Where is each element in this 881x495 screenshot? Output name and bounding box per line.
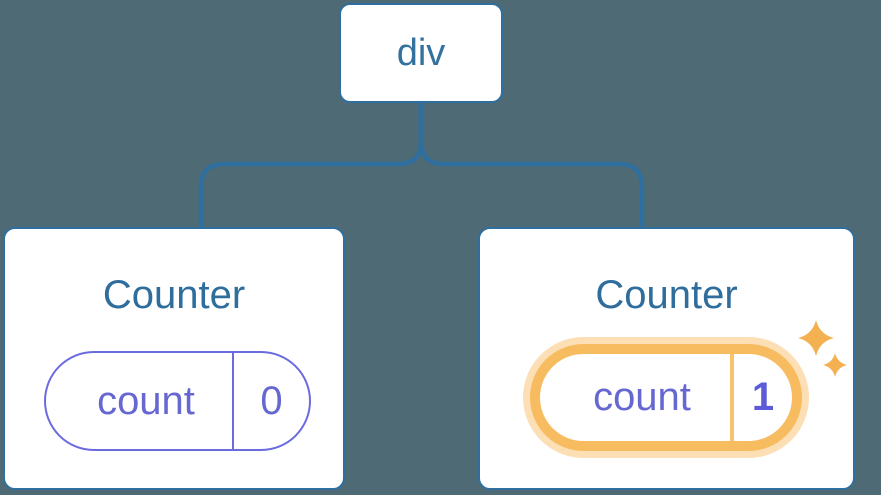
state-value: 0 bbox=[260, 378, 283, 423]
card-title: Counter bbox=[102, 273, 246, 317]
root-node-div: div bbox=[339, 3, 503, 103]
sparkle-icon-small bbox=[823, 353, 847, 377]
connector-path-right bbox=[418, 103, 645, 228]
state-key-label: count bbox=[540, 354, 734, 441]
counter-card-1: Counter count 1 bbox=[478, 227, 855, 490]
root-node-label: div bbox=[396, 31, 446, 74]
state-value: 1 bbox=[751, 375, 775, 419]
counter-card-0: Counter count 0 bbox=[3, 227, 345, 490]
state-key-label: count bbox=[46, 353, 234, 449]
sparkles-icon bbox=[798, 320, 847, 377]
state-pill-highlighted: count 1 bbox=[530, 344, 802, 451]
state-pill: count 0 bbox=[44, 351, 311, 451]
connector-path-left bbox=[198, 103, 424, 228]
card-title: Counter bbox=[595, 273, 738, 317]
sparkle-icon-large bbox=[798, 320, 834, 356]
